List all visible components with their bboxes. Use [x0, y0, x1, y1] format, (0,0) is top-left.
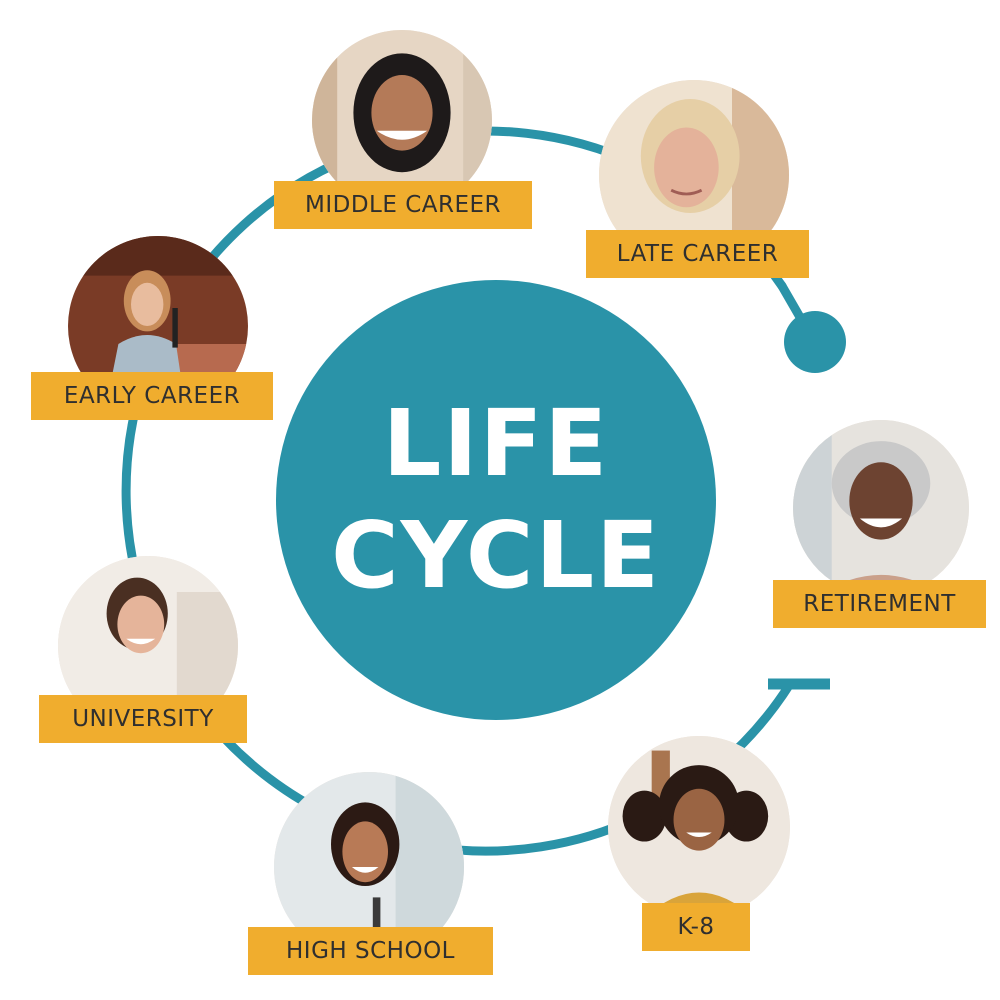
late-career-label: LATE CAREER	[586, 230, 809, 278]
center-title-line-2: CYCLE	[331, 502, 661, 609]
middle-career-label: MIDDLE CAREER	[274, 181, 532, 229]
k8-label: K-8	[642, 903, 750, 951]
center-title-line-1: LIFE	[382, 390, 610, 497]
early-career-label: EARLY CAREER	[31, 372, 273, 420]
k8-photo	[608, 736, 790, 918]
center-circle: LIFE CYCLE	[276, 280, 716, 720]
retirement-label: RETIREMENT	[773, 580, 986, 628]
cycle-end-dot	[784, 311, 846, 373]
university-label: UNIVERSITY	[39, 695, 247, 743]
retirement-photo	[793, 420, 969, 596]
high-school-label: HIGH SCHOOL	[248, 927, 493, 975]
cycle-arc	[121, 126, 795, 856]
